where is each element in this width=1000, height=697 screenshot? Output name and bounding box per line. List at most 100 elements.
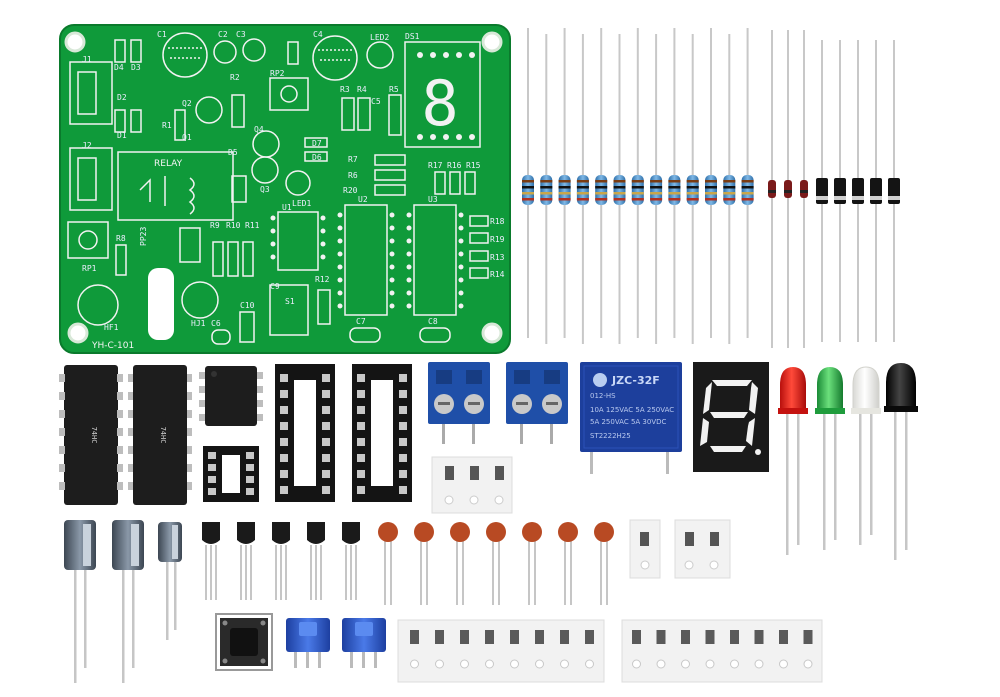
silk-c2: C2 (218, 30, 228, 39)
ic-pin (186, 374, 192, 382)
smd-resistor (485, 630, 494, 644)
ic-pin (59, 446, 65, 454)
ic-pin (117, 428, 123, 436)
socket-contact (357, 374, 365, 382)
ic-pin (117, 374, 123, 382)
silk-hf1: HF1 (104, 323, 119, 332)
led-green (815, 367, 845, 550)
smd-resistor (560, 630, 569, 644)
resistor (558, 28, 571, 338)
silk-u3: U3 (428, 195, 438, 204)
silk-d7: D7 (312, 139, 322, 148)
socket-contact (280, 406, 288, 414)
silk-r7: R7 (348, 155, 358, 164)
ic-pin (128, 446, 134, 454)
silk-d2: D2 (117, 93, 127, 102)
pcb-slot (148, 268, 174, 340)
socket-contact (246, 452, 254, 459)
ic-pin (59, 464, 65, 472)
silk-labels: C1 C2 C3 C4 LED2 DS1 J1 D4 D3 R2 RP2 R3 … (82, 30, 505, 351)
led-black (884, 363, 918, 560)
diode (888, 40, 900, 342)
ic-pin (257, 414, 263, 421)
silk-c3: C3 (236, 30, 246, 39)
silk-r3: R3 (340, 85, 350, 94)
seven-segment-display (693, 362, 769, 472)
silk-r13: R13 (490, 253, 505, 262)
ic-pin (199, 400, 205, 407)
socket-contact (280, 374, 288, 382)
pcb-board: 8 (59, 24, 511, 354)
ic-pin (117, 446, 123, 454)
socket-contact (322, 406, 330, 414)
smd-strip-small-3 (674, 519, 731, 579)
ic-pin (186, 482, 192, 490)
socket-contact (357, 454, 365, 462)
smd-strip-long-2 (621, 619, 823, 683)
silk-r12: R12 (315, 275, 330, 284)
silk-r6: R6 (348, 171, 358, 180)
dip-ic-small (205, 366, 257, 426)
ic-pin (59, 374, 65, 382)
smd-resistor (730, 630, 739, 644)
socket-contact (246, 476, 254, 483)
smd-resistor (705, 630, 715, 644)
ic-pin (117, 392, 123, 400)
silk-d4: D4 (114, 63, 124, 72)
silk-pots (67, 77, 451, 345)
socket-contact (280, 486, 288, 494)
ceramic-capacitor (378, 522, 398, 605)
silk-r2: R2 (230, 73, 240, 82)
relay-rating-1: 10A 125VAC 5A 250VAC (590, 406, 674, 414)
resistor (540, 34, 553, 344)
sprocket-hole (705, 659, 715, 669)
ic-pin (186, 446, 192, 454)
silk-board-label: YH-C-101 (91, 341, 134, 351)
resistor (650, 34, 663, 344)
ic-pin (186, 428, 192, 436)
transistors (202, 522, 360, 600)
socket-contact (322, 390, 330, 398)
dip-ic-1: 74HC (59, 365, 263, 505)
silk-r17: R17 (428, 161, 443, 170)
sprocket-hole (435, 659, 444, 669)
silk-display-ds1: 8 (404, 41, 481, 148)
ic-pin (117, 464, 123, 472)
ic-pin (128, 392, 134, 400)
sprocket-hole (632, 659, 641, 669)
silk-ic-pads (270, 212, 464, 309)
relay-rating-2: 5A 250VAC 5A 30VDC (590, 418, 667, 426)
ic-marking-2: 74HC (159, 427, 167, 444)
electrolytic-capacitor-3 (158, 522, 182, 640)
smd-resistor (803, 630, 813, 644)
silk-r5: R5 (389, 85, 399, 94)
ic-pin (199, 386, 205, 393)
socket-holes (208, 374, 407, 495)
ic-socket-16pin-a (275, 364, 335, 502)
silk-c10: C10 (240, 301, 255, 310)
socket-contact (322, 438, 330, 446)
silk-terminal-j1 (69, 61, 113, 211)
screw-terminal-2 (506, 362, 568, 444)
resistor (686, 34, 699, 344)
silk-r20: R20 (343, 186, 358, 195)
socket-contact (399, 374, 407, 382)
silk-digit: 8 (421, 67, 458, 140)
silk-r19: R19 (490, 235, 505, 244)
silk-d3: D3 (131, 63, 141, 72)
socket-contact (399, 390, 407, 398)
transistor (272, 522, 290, 600)
silk-relay-outline (117, 151, 234, 221)
smd-resistor (435, 630, 444, 644)
relay-rating-3: ST2222H25 (590, 432, 631, 440)
diode (852, 40, 864, 342)
silk-q4: Q4 (254, 125, 264, 134)
led-red (778, 367, 808, 555)
socket-contact (208, 452, 216, 459)
transistor (237, 522, 255, 600)
silk-u1: U1 (282, 203, 292, 212)
relay: JZC-32F 012-HS 10A 125VAC 5A 250VAC 5A 2… (580, 362, 682, 474)
socket-contact (280, 422, 288, 430)
sprocket-hole (585, 659, 594, 669)
sprocket-hole (410, 659, 419, 669)
